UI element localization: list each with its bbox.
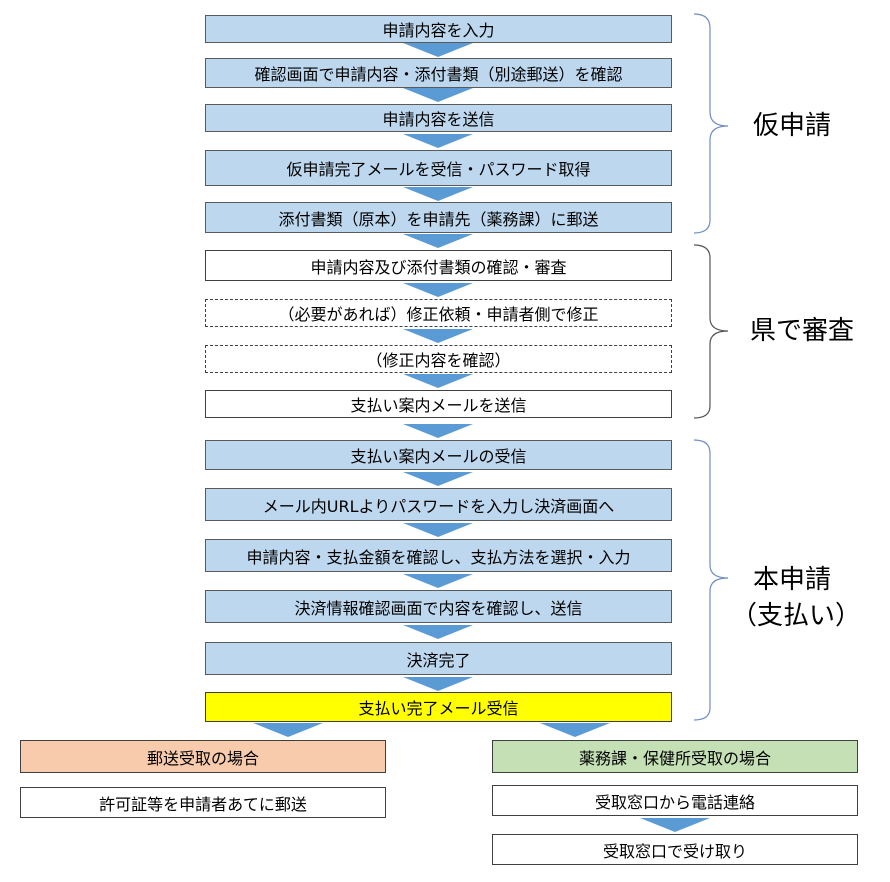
step-confirm-screen: 確認画面で申請内容・添付書類（別途郵送）を確認 bbox=[205, 58, 672, 88]
flow-arrow bbox=[403, 424, 473, 438]
phase-label-payment-sub: （支払い） bbox=[730, 601, 861, 631]
step-send-payment-mail: 支払い案内メールを送信 bbox=[205, 390, 672, 418]
phase-label-payment: 本申請 bbox=[752, 565, 831, 595]
flow-arrow bbox=[403, 234, 473, 248]
flow-arrow bbox=[403, 472, 473, 486]
branch-mail-step: 許可証等を申請者あてに郵送 bbox=[20, 787, 386, 818]
flow-arrow bbox=[403, 523, 473, 537]
branch-arrow-counter bbox=[540, 723, 610, 737]
step-enter-password: メール内URLよりパスワードを入力し決済画面へ bbox=[205, 488, 672, 521]
flow-arrow bbox=[403, 374, 473, 388]
flow-arrow bbox=[403, 88, 473, 102]
step-input-application: 申請内容を入力 bbox=[205, 15, 672, 43]
step-review-documents: 申請内容及び添付書類の確認・審査 bbox=[205, 250, 672, 281]
flow-arrow bbox=[403, 134, 473, 148]
step-payment-complete-mail: 支払い完了メール受信 bbox=[205, 692, 672, 722]
step-confirm-correction: （修正内容を確認） bbox=[205, 345, 672, 373]
branch-counter-step-call: 受取窓口から電話連絡 bbox=[492, 785, 858, 816]
step-receive-payment-mail: 支払い案内メールの受信 bbox=[205, 440, 672, 470]
flow-arrow bbox=[403, 625, 473, 639]
step-send-application: 申請内容を送信 bbox=[205, 104, 672, 132]
branch-counter-header: 薬務課・保健所受取の場合 bbox=[492, 740, 858, 773]
flow-arrow bbox=[403, 43, 473, 57]
step-correction-request: （必要があれば）修正依頼・申請者側で修正 bbox=[205, 299, 672, 327]
bracket-payment bbox=[693, 439, 729, 721]
flow-arrow bbox=[403, 283, 473, 297]
step-receive-provisional-mail: 仮申請完了メールを受信・パスワード取得 bbox=[205, 150, 672, 186]
flow-arrow bbox=[403, 574, 473, 588]
branch-counter-step-pickup: 受取窓口で受け取り bbox=[492, 834, 858, 865]
flow-arrow bbox=[640, 818, 710, 832]
bracket-provisional bbox=[693, 13, 729, 234]
phase-label-review: 県で審査 bbox=[749, 316, 854, 346]
branch-mail-header: 郵送受取の場合 bbox=[20, 740, 386, 773]
bracket-review bbox=[693, 244, 729, 419]
flow-arrow bbox=[403, 187, 473, 201]
flow-arrow bbox=[403, 677, 473, 691]
phase-label-provisional: 仮申請 bbox=[752, 111, 831, 141]
step-confirm-payment: 決済情報確認画面で内容を確認し、送信 bbox=[205, 590, 672, 623]
branch-arrow-mail bbox=[253, 723, 323, 737]
step-select-payment: 申請内容・支払金額を確認し、支払方法を選択・入力 bbox=[205, 539, 672, 572]
flow-arrow bbox=[403, 329, 473, 343]
step-mail-documents: 添付書類（原本）を申請先（薬務課）に郵送 bbox=[205, 202, 672, 233]
step-payment-complete: 決済完了 bbox=[205, 642, 672, 675]
